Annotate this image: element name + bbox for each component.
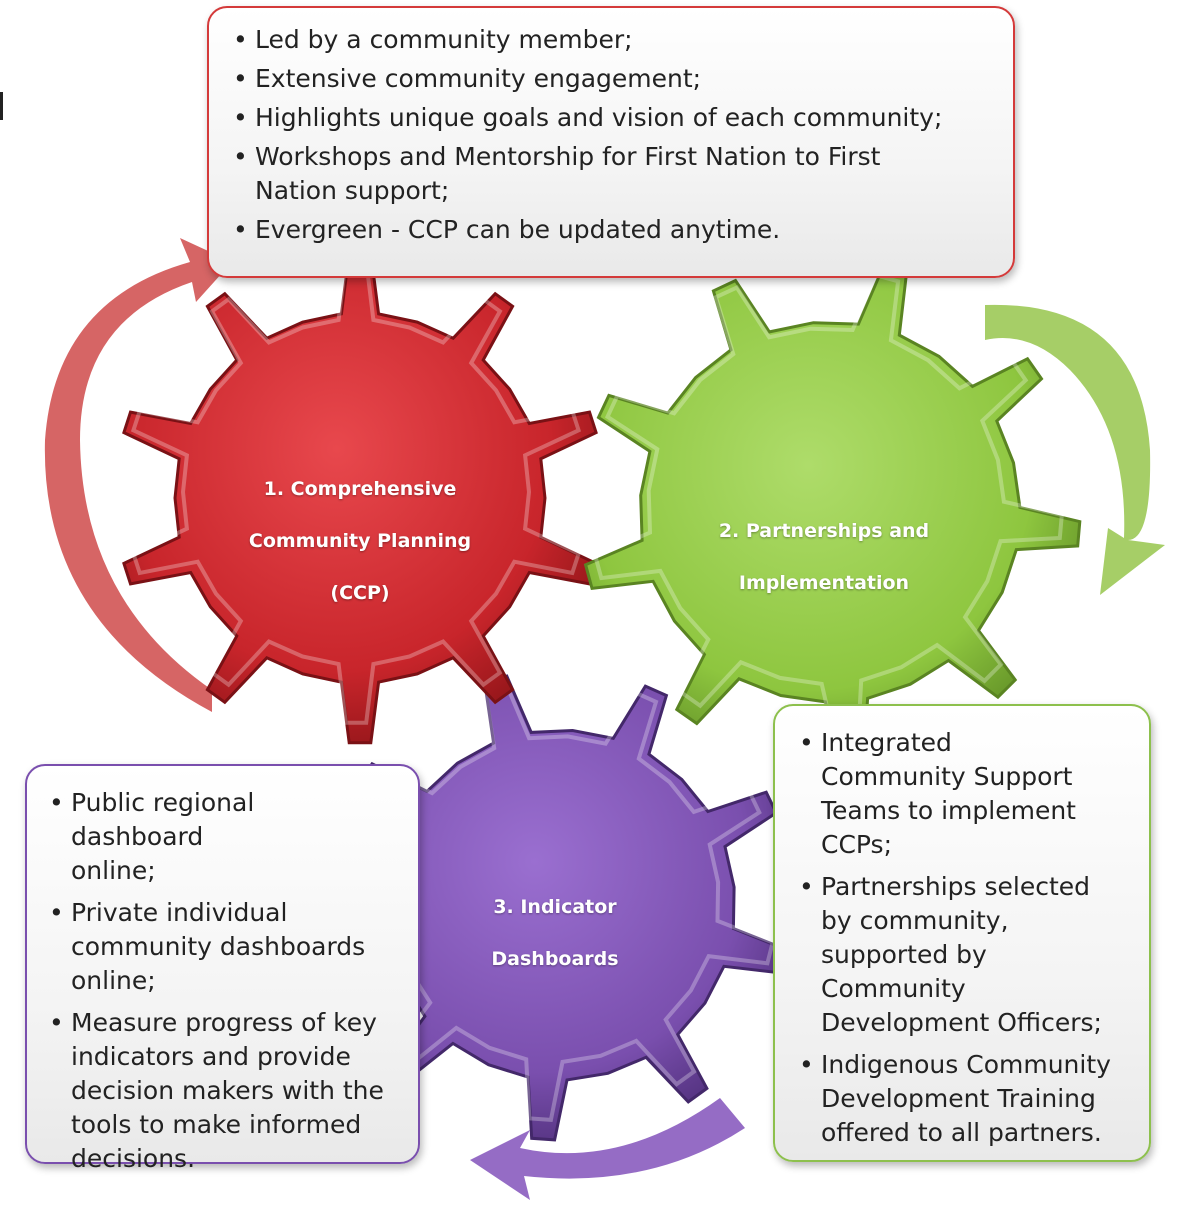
gear-body	[122, 251, 598, 745]
gear-label-line: (CCP)	[330, 582, 390, 604]
gear-label-line: Implementation	[738, 572, 910, 594]
gear-label-line: Community Planning	[248, 530, 472, 552]
list-item: Evergreen - CCP can be updated anytime.	[231, 213, 993, 247]
gear-label-line: 2. Partnerships and	[718, 520, 930, 542]
ccp-details-box: Led by a community member; Extensive com…	[207, 6, 1015, 278]
gear-label-dashboards: 3. Indicator Dashboards	[455, 868, 655, 998]
partnerships-details-box: Integrated Community Support Teams to im…	[773, 704, 1151, 1162]
list-item: Integrated Community Support Teams to im…	[797, 726, 1091, 862]
list-item: Extensive community engagement;	[231, 62, 993, 96]
list-item: Private individual community dashboards …	[47, 896, 371, 998]
dashboards-details-box: Public regional dashboard online; Privat…	[25, 764, 420, 1173]
ccp-details-list: Led by a community member; Extensive com…	[231, 23, 993, 247]
gear-comprehensive-planning	[122, 251, 598, 745]
list-item: Led by a community member;	[231, 23, 993, 57]
edge-mark	[0, 92, 3, 120]
list-item: Highlights unique goals and vision of ea…	[231, 101, 993, 135]
red-cycle-arrow	[44, 238, 232, 712]
gear-label-partnerships: 2. Partnerships and Implementation	[694, 492, 954, 622]
list-item: Indigenous Community Development Trainin…	[797, 1048, 1131, 1150]
gear-label-line: Dashboards	[491, 948, 619, 970]
list-item: Partnerships selected by community, supp…	[797, 870, 1121, 1040]
gear-label-line: 3. Indicator	[493, 896, 617, 918]
green-cycle-arrow	[985, 304, 1165, 595]
purple-cycle-arrow	[470, 1098, 745, 1200]
gear-bevel	[130, 259, 582, 725]
list-item: Workshops and Mentorship for First Natio…	[231, 140, 915, 208]
partnerships-details-list: Integrated Community Support Teams to im…	[797, 726, 1135, 1150]
list-item: Measure progress of key indicators and p…	[47, 1006, 401, 1176]
dashboards-details-list: Public regional dashboard online; Privat…	[47, 786, 406, 1176]
gear-label-ccp: 1. Comprehensive Community Planning (CCP…	[230, 450, 490, 632]
list-item: Public regional dashboard online;	[47, 786, 286, 888]
gear-label-line: 1. Comprehensive	[263, 478, 457, 500]
